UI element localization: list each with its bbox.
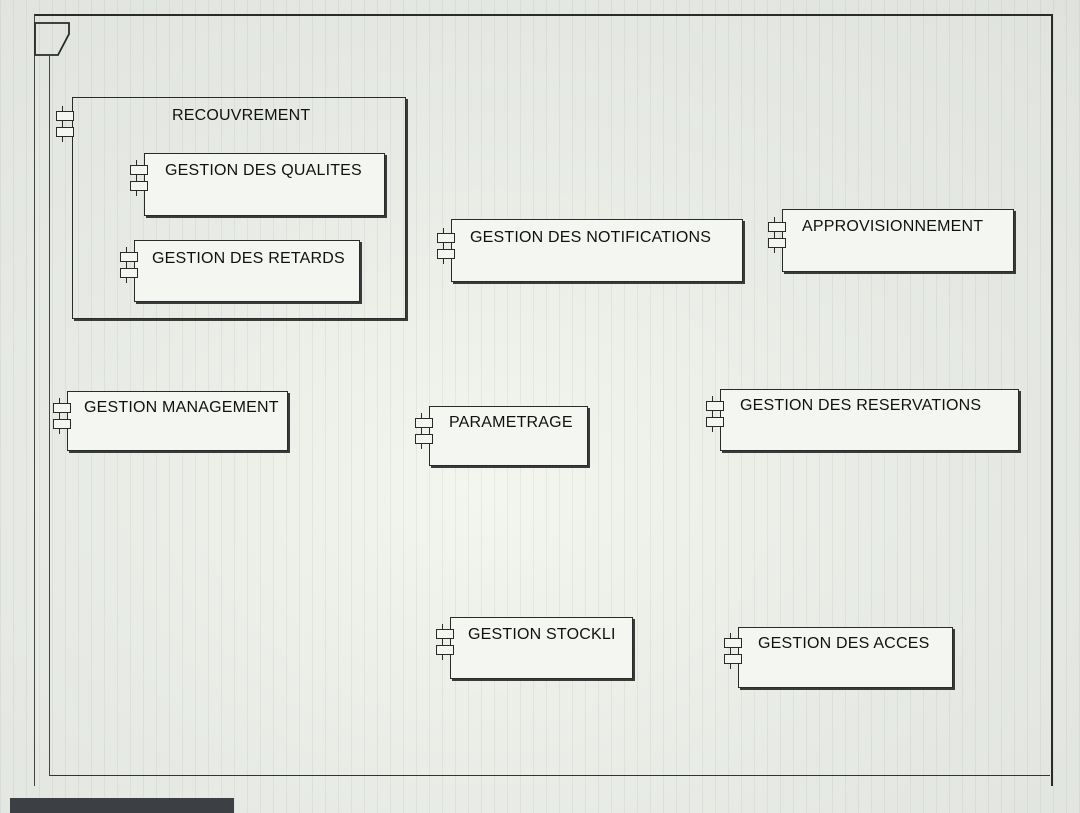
component-gestion-des-qualites[interactable] xyxy=(144,153,385,216)
component-icon xyxy=(130,160,148,196)
component-parametrage[interactable] xyxy=(429,406,588,466)
component-icon xyxy=(436,624,454,660)
component-icon xyxy=(437,228,455,264)
component-label-acces: GESTION DES ACCES xyxy=(758,635,930,652)
component-label-parametrage: PARAMETRAGE xyxy=(449,414,573,431)
component-gestion-management[interactable] xyxy=(67,391,288,451)
component-label-retards: GESTION DES RETARDS xyxy=(152,250,345,267)
component-icon xyxy=(706,396,724,432)
component-label-approvisionnement: APPROVISIONNEMENT xyxy=(802,218,984,235)
frame-bottom-line xyxy=(50,775,1050,776)
component-icon xyxy=(56,106,74,142)
component-gestion-stockli[interactable] xyxy=(450,617,633,679)
component-label-management: GESTION MANAGEMENT xyxy=(84,399,279,416)
component-approvisionnement[interactable] xyxy=(782,209,1014,272)
component-icon xyxy=(415,413,433,449)
frame-corner-tab xyxy=(34,22,70,56)
component-icon xyxy=(53,398,71,434)
component-recouvrement[interactable] xyxy=(72,97,406,319)
component-label-qualites: GESTION DES QUALITES xyxy=(165,162,362,179)
component-label-notifications: GESTION DES NOTIFICATIONS xyxy=(470,229,712,246)
frame-left-line xyxy=(49,56,50,776)
component-label-recouvrement: RECOUVREMENT xyxy=(172,107,311,124)
component-icon xyxy=(768,217,786,253)
diagram-frame xyxy=(34,14,1053,786)
component-icon xyxy=(120,247,138,283)
component-gestion-des-acces[interactable] xyxy=(738,627,953,688)
taskbar-strip xyxy=(10,798,234,813)
component-label-stockli: GESTION STOCKLI xyxy=(468,626,616,643)
component-label-reservations: GESTION DES RESERVATIONS xyxy=(740,397,982,414)
component-gestion-des-notifications[interactable] xyxy=(451,219,743,282)
component-gestion-des-reservations[interactable] xyxy=(720,389,1019,451)
component-icon xyxy=(724,633,742,669)
